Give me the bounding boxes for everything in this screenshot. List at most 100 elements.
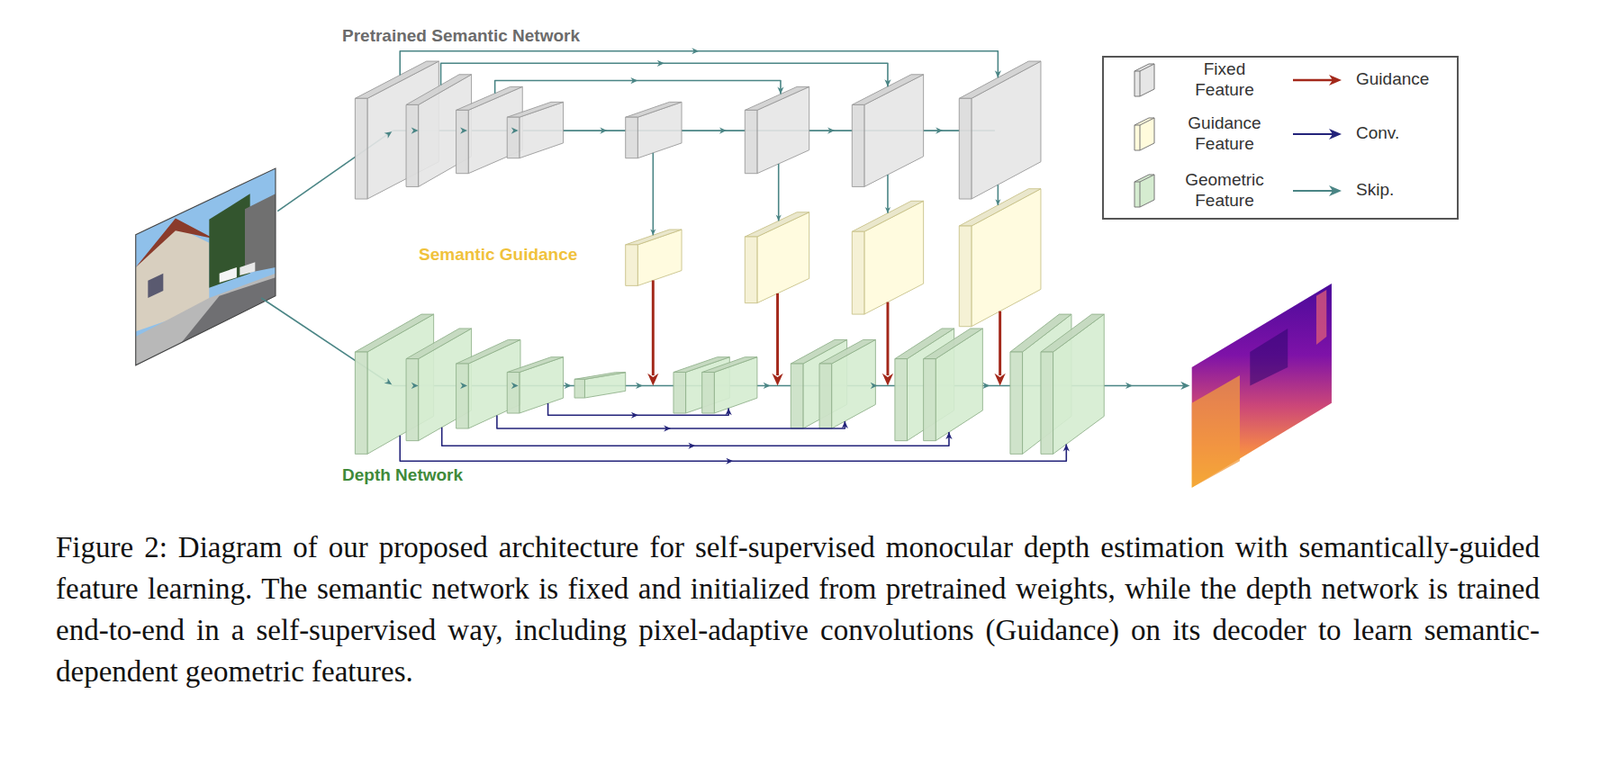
photo-frame [135,168,276,366]
feature-face [1053,314,1105,454]
window [147,273,163,299]
swatch-edge [1134,117,1155,151]
legend-text: Conv. [1355,123,1400,145]
guidance-arrow [885,302,889,376]
swatch-face [1134,117,1155,151]
legend-line [1292,79,1335,82]
depth-map-field [1192,283,1332,489]
arrow-head [882,373,894,387]
feature-face [354,352,368,454]
car [239,262,255,276]
road [153,277,276,378]
feature-face [406,74,472,106]
arrow-head [631,412,639,419]
legend-text: Fixed Feature [1174,59,1275,101]
fixed-feature [958,61,1041,199]
section-label: Depth Network [342,465,463,487]
arrow-head [945,432,952,440]
arrow-head [884,79,891,87]
arrow-head [687,442,696,450]
arrow-head [650,229,656,236]
guidance-feature [744,212,809,304]
geometric-feature [819,339,876,429]
feature-face [456,339,521,364]
arrow-head [384,378,395,388]
legend-arrow-head [1328,185,1342,197]
feature-face [406,328,472,360]
feature-face [757,212,810,304]
depth-map [1192,283,1332,489]
feature-face [744,109,758,173]
arrow-head [841,421,849,429]
arrow-head [719,127,727,135]
feature-face [819,339,876,364]
legend-swatch [1132,172,1157,209]
feature-face [923,328,984,360]
conv-line [497,415,845,429]
feature-face [702,372,715,415]
arrow-head [657,60,665,67]
geometric-feature [456,339,521,429]
fixed-feature [744,86,809,173]
feature-face [864,74,924,188]
guidance-arrow [998,311,1002,376]
feature-face [456,363,470,429]
arrow-head [511,127,519,135]
feature-face [851,104,865,187]
feature-face [744,212,809,237]
roof [135,218,215,268]
guidance-feature [851,200,923,315]
feature-face [625,117,639,159]
fixed-feature [625,101,682,158]
feature-face [744,86,809,110]
swatch-edge [1134,63,1155,97]
fixed-feature [851,74,923,188]
feature-face [354,61,439,99]
geometric-feature [702,357,758,414]
feature-face [702,357,758,373]
feature-face [506,372,520,415]
arrow-head [885,207,891,214]
guidance-feature [958,189,1041,327]
arrow-head [1180,381,1190,390]
feature-face [923,359,937,442]
arrow-head [411,382,419,389]
figure-caption: Figure 2: Diagram of our proposed archit… [55,526,1540,693]
swatch-face [1134,174,1155,208]
feature-face [468,339,521,429]
arrow-head [771,373,783,387]
feature-face [456,109,470,173]
arrow-head [663,424,671,432]
arrow-head [599,127,607,135]
legend-text: Geometric Feature [1174,170,1275,212]
legend-swatch [1132,116,1157,153]
feature-face [625,101,682,118]
feature-face [958,189,1041,226]
fixed-feature [456,86,524,173]
feature-face [456,86,524,110]
legend-line [1292,133,1335,136]
legend-arrow-head [1328,128,1342,140]
arrow-head [1063,443,1070,452]
feature-face [958,61,1041,99]
feature-face [1010,352,1023,454]
geometric-feature [1040,314,1104,454]
skip-line [652,153,655,236]
buildings [244,193,276,273]
arrow-head [994,373,1006,387]
legend-swatch [1132,62,1157,99]
legend-text: Guidance [1355,69,1429,91]
guidance-feature [625,229,682,286]
feature-face [971,61,1041,199]
depth-near-region [1192,375,1240,489]
arrow-head [647,373,659,387]
guidance-arrow [651,280,655,377]
feature-face [625,229,682,245]
feature-face [574,372,626,380]
feature-face [851,231,865,315]
feature-face [506,117,520,159]
depth-far-region [1249,328,1288,386]
fixed-feature [406,74,472,188]
feature-face [468,86,523,173]
